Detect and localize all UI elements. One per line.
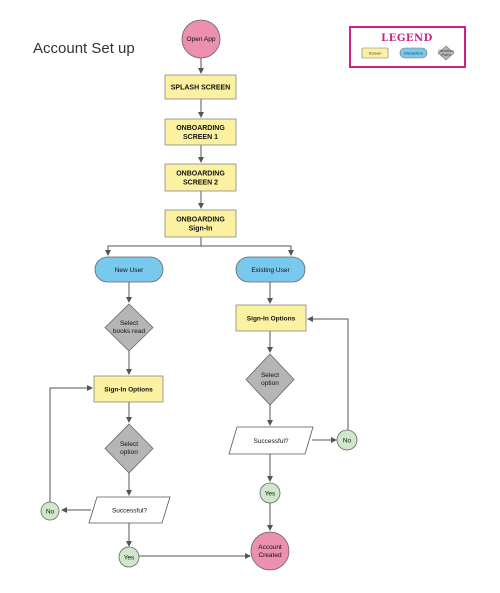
- splash-screen-label: SPLASH SCREEN: [171, 85, 231, 92]
- open-app-node[interactable]: Open App: [181, 19, 221, 59]
- yes-left-node[interactable]: Yes: [118, 546, 140, 568]
- signin-options-right-node[interactable]: Sign-In Options: [235, 304, 307, 332]
- connectors: [49, 58, 349, 559]
- signin-options-left-node[interactable]: Sign-In Options: [93, 375, 164, 403]
- edge-no-left-loop: [49, 385, 93, 502]
- splash-screen-node[interactable]: SPLASH SCREEN: [164, 74, 237, 100]
- successful-right-node[interactable]: Successful?: [228, 426, 314, 455]
- legend-item-screen: Screen: [361, 47, 389, 59]
- legend-title: LEGEND: [381, 33, 433, 44]
- edge-split-existing-user: [201, 245, 294, 256]
- open-app-label: Open App: [187, 36, 216, 43]
- yes-right-label: Yes: [265, 491, 276, 498]
- yes-left-label: Yes: [124, 555, 135, 562]
- no-left-node[interactable]: No: [40, 501, 60, 521]
- successful-left-node[interactable]: Successful?: [88, 496, 171, 524]
- successful-right-label: Successful?: [253, 438, 288, 445]
- signin-options-left-label: Sign-In Options: [104, 387, 153, 394]
- legend-label-screen: Screen: [369, 51, 382, 56]
- legend-label-interaction: Interaction: [404, 51, 423, 56]
- new-user-node[interactable]: New User: [94, 256, 164, 283]
- yes-right-node[interactable]: Yes: [259, 482, 281, 504]
- no-right-label: No: [343, 438, 352, 445]
- successful-left-label: Successful?: [112, 508, 147, 515]
- signin-options-right-label: Sign-In Options: [247, 316, 296, 323]
- edge-split-new-user: [105, 237, 202, 256]
- legend-item-interaction: Interaction: [399, 47, 428, 59]
- edge-no-right-loop: [307, 316, 349, 430]
- page-title: Account Set up: [33, 40, 135, 57]
- no-left-label: No: [46, 509, 55, 516]
- existing-user-node[interactable]: Existing User: [235, 256, 306, 283]
- new-user-label: New User: [115, 267, 144, 274]
- no-right-node[interactable]: No: [336, 429, 358, 451]
- existing-user-label: Existing User: [251, 267, 290, 274]
